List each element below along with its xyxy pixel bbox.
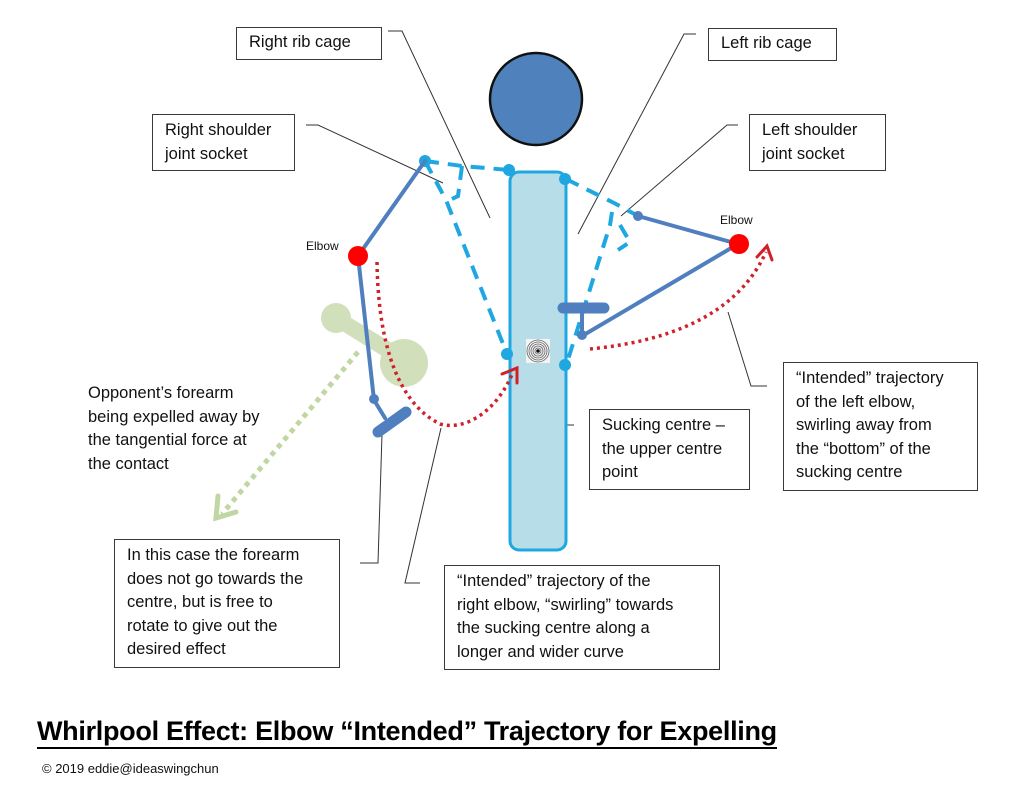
label-left-elbow: Elbow — [720, 213, 753, 227]
left-hip-point — [559, 359, 571, 371]
neck-joint-right — [503, 164, 515, 176]
sucking-centre-spiral — [526, 339, 550, 363]
leader-right-trajectory — [404, 427, 442, 584]
right-elbow-trajectory — [375, 261, 519, 428]
left-shoulder-joint — [633, 211, 643, 221]
neck-joint-left — [559, 173, 571, 185]
label-right-rib-cage: Right rib cage — [236, 27, 382, 60]
label-right-trajectory: “Intended” trajectory of the right elbow… — [444, 565, 720, 670]
right-rib-body — [423, 160, 509, 355]
leader-right-rib — [388, 30, 491, 219]
left-rib-inner — [616, 223, 633, 252]
label-sucking-centre: Sucking centre – the upper centre point — [589, 409, 750, 490]
rib-cage-outlines — [423, 159, 639, 367]
leader-left-rib — [577, 33, 696, 235]
right-rib-inner — [443, 165, 464, 205]
opponent-forearm — [321, 303, 428, 387]
left-wrist-joint — [577, 330, 587, 340]
left-rib-body — [564, 211, 614, 367]
head — [488, 51, 584, 147]
opponent-expel-arrow — [213, 350, 360, 522]
label-right-elbow: Elbow — [306, 239, 339, 253]
label-left-shoulder-socket: Left shoulder joint socket — [749, 114, 886, 171]
left-arm — [557, 214, 740, 338]
leader-right-shoulder — [306, 124, 444, 184]
leader-forearm-note — [360, 433, 383, 564]
leader-left-shoulder — [620, 124, 738, 217]
label-left-trajectory: “Intended” trajectory of the left elbow,… — [783, 362, 978, 491]
left-elbow-trajectory — [589, 243, 774, 351]
right-arm — [356, 159, 427, 438]
diagram-title: Whirlpool Effect: Elbow “Intended” Traje… — [37, 716, 777, 749]
copyright-text: © 2019 eddie@ideaswingchun — [42, 761, 219, 776]
left-elbow — [729, 234, 749, 254]
right-hip-point — [501, 348, 513, 360]
right-wrist-joint — [369, 394, 379, 404]
label-left-rib-cage: Left rib cage — [708, 28, 837, 61]
right-elbow — [348, 246, 368, 266]
right-rib-outline — [424, 159, 510, 172]
label-forearm-note: In this case the forearm does not go tow… — [114, 539, 340, 668]
leader-left-trajectory — [727, 311, 767, 387]
label-right-shoulder-socket: Right shoulder joint socket — [152, 114, 295, 171]
left-rib-outline — [565, 177, 639, 218]
label-opponent-forearm: Opponent’s forearm being expelled away b… — [88, 384, 260, 473]
